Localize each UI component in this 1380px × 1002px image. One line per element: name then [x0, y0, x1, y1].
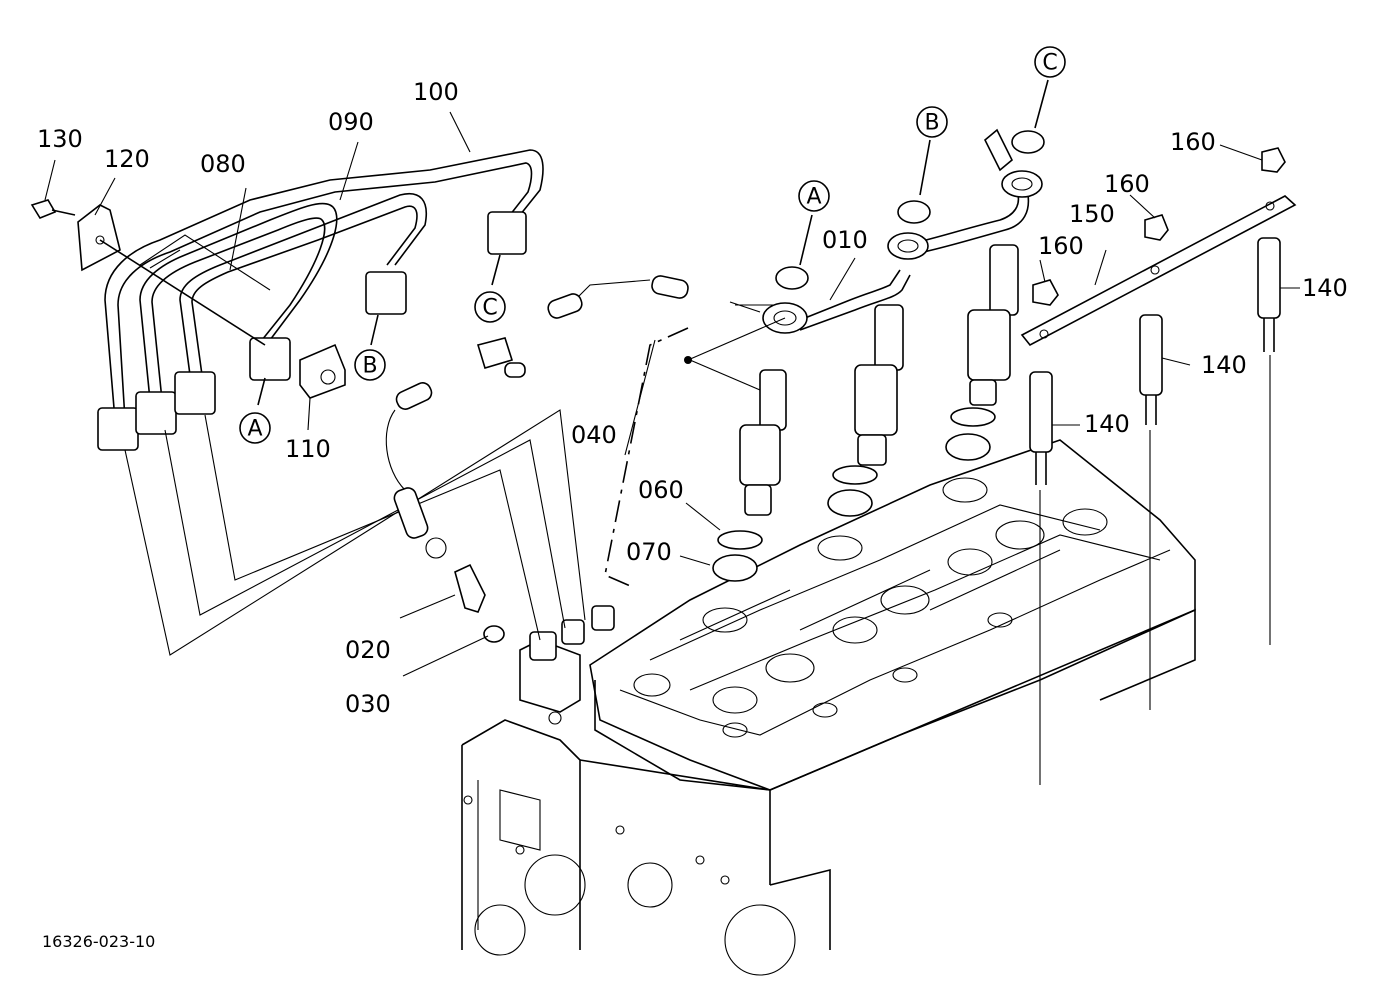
callout-c-upper: C	[1034, 46, 1066, 78]
engine-block	[461, 608, 1196, 976]
part-labels: 130 120 080 090 100 110 010 040 060 070 …	[37, 78, 1348, 718]
label-120: 120	[104, 145, 150, 173]
label-150: 150	[1069, 200, 1115, 228]
label-040: 040	[571, 421, 617, 449]
glow-plugs	[1029, 237, 1281, 785]
pipe-nut	[174, 371, 216, 415]
banjo-eye	[887, 232, 929, 260]
pipe-nut	[365, 271, 407, 315]
label-160-middle: 160	[1104, 170, 1150, 198]
callout-a-lower: A	[239, 412, 271, 444]
label-060: 060	[638, 476, 684, 504]
injection-pipes	[97, 149, 586, 656]
callout-b-lower: B	[354, 349, 386, 381]
label-140-right: 140	[1302, 274, 1348, 302]
label-160-right: 160	[1170, 128, 1216, 156]
injector	[967, 244, 1019, 406]
callout-c-lower-text: C	[482, 296, 497, 321]
injector	[739, 369, 787, 516]
washer-060	[717, 530, 763, 550]
callout-b-upper: B	[916, 106, 948, 138]
label-020: 020	[345, 636, 391, 664]
glow-plug	[1257, 237, 1281, 319]
pump-outlets	[519, 605, 615, 725]
glow-plug	[1029, 371, 1053, 453]
drawing-id: 16326-023-10	[42, 932, 155, 951]
label-130: 130	[37, 125, 83, 153]
injectors	[684, 244, 1019, 582]
injector	[854, 304, 904, 466]
callout-a-upper-text: A	[806, 185, 821, 210]
leak-off-pipe-010	[729, 128, 1045, 334]
label-070: 070	[626, 538, 672, 566]
label-100: 100	[413, 78, 459, 106]
cylinder-head	[589, 439, 1196, 791]
pipe-nut	[97, 407, 139, 451]
label-140-left: 140	[1084, 410, 1130, 438]
callout-a-lower-text: A	[247, 417, 262, 442]
callout-b-lower-text: B	[362, 354, 377, 379]
label-030: 030	[345, 690, 391, 718]
label-090: 090	[328, 108, 374, 136]
callout-c-upper-text: C	[1042, 51, 1057, 76]
washer-070	[712, 554, 758, 582]
leader-lines	[44, 79, 1300, 677]
pipe-nut	[135, 391, 177, 435]
label-160-left: 160	[1038, 232, 1084, 260]
label-110: 110	[285, 435, 331, 463]
pipe-nut	[249, 337, 291, 381]
label-010: 010	[822, 226, 868, 254]
label-140-middle: 140	[1201, 351, 1247, 379]
callout-b-upper-text: B	[924, 111, 939, 136]
banjo-eye	[1001, 170, 1043, 198]
glow-plug	[1139, 314, 1163, 396]
pipe-nut	[487, 211, 527, 255]
leak-off-line	[385, 275, 780, 643]
group-bracket-040	[604, 327, 689, 589]
callout-a-upper: A	[798, 180, 830, 212]
label-080: 080	[200, 150, 246, 178]
glow-plug-bus-bar	[1020, 195, 1297, 347]
pipe-clamps	[30, 199, 346, 399]
callout-c-lower: C	[474, 291, 506, 323]
nuts-160	[1032, 147, 1286, 306]
